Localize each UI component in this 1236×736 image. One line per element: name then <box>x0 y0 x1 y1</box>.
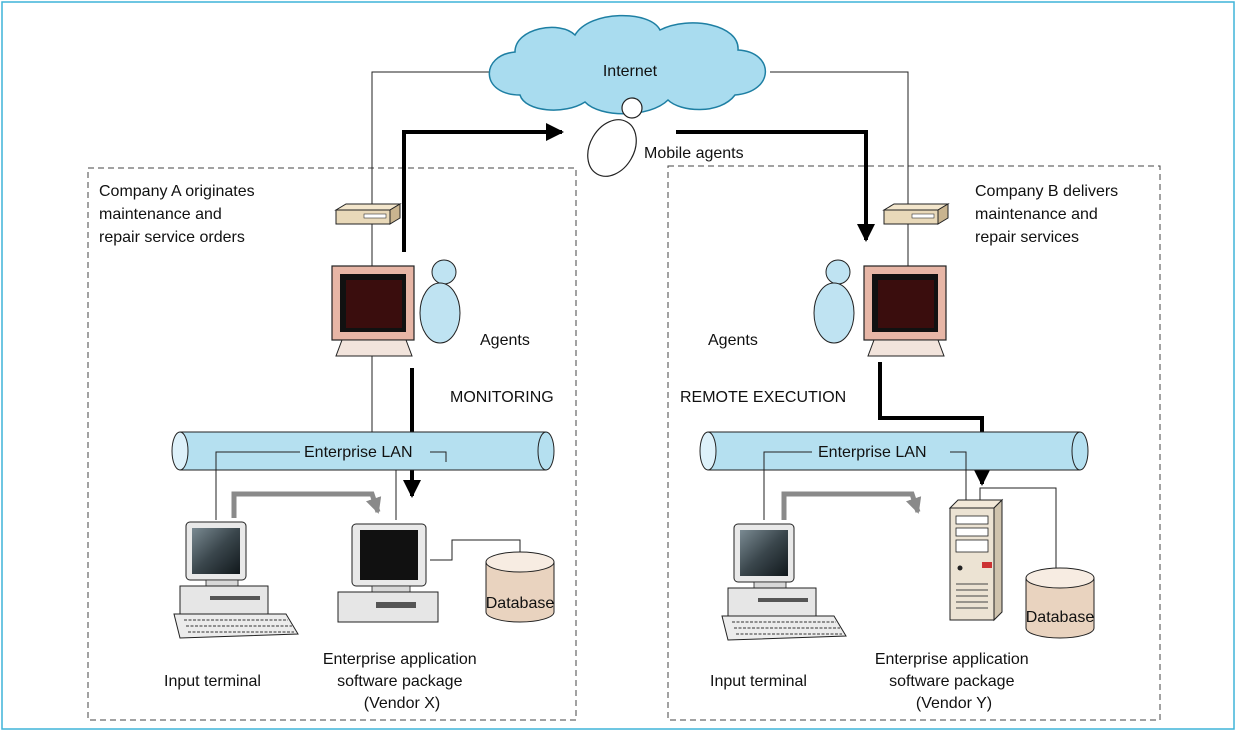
database-a-icon <box>485 551 555 623</box>
input-terminal-b-label: Input terminal <box>710 673 807 690</box>
input-terminal-a-icon <box>173 521 299 639</box>
app-a-description-line: (Vendor X) <box>364 695 440 712</box>
company-a-description-line: repair service orders <box>99 229 245 246</box>
app-b-description: Enterprise application software package … <box>875 651 1033 712</box>
lan-a-drop-terminal <box>215 451 300 520</box>
lan-b-drop-terminal <box>763 451 812 520</box>
agent-b-monitor-icon <box>863 265 947 357</box>
database-b-icon <box>1025 567 1095 639</box>
remote-execution-label: REMOTE EXECUTION <box>680 389 846 406</box>
modem-a-icon <box>334 203 402 225</box>
mobile-agents-label: Mobile agents <box>644 145 744 162</box>
server-b-icon <box>948 498 1004 622</box>
company-a-box <box>87 167 577 721</box>
arrow-a-to-internet <box>402 123 564 252</box>
modem-b-icon <box>882 203 950 225</box>
company-b-box <box>667 165 1161 721</box>
app-b-description-line: Enterprise application <box>875 651 1029 668</box>
internet-cloud <box>488 14 766 115</box>
lan-a-db-link <box>430 539 521 561</box>
company-a-description: Company A originates maintenance and rep… <box>99 183 259 246</box>
arrow-b-terminal-to-server <box>781 491 922 520</box>
company-b-description-line: repair services <box>975 229 1079 246</box>
lan-b-label: Enterprise LAN <box>818 444 927 461</box>
agent-b-person-icon <box>813 259 855 344</box>
company-a-description-line: Company A originates <box>99 183 255 200</box>
internet-label: Internet <box>603 63 658 80</box>
company-b-description-line: maintenance and <box>975 206 1098 223</box>
link-a-cloud <box>371 71 500 205</box>
agent-a-person-icon <box>419 259 461 344</box>
company-b-description-line: Company B delivers <box>975 183 1118 200</box>
arrow-a-terminal-to-app <box>231 491 382 518</box>
input-terminal-b-icon <box>721 523 847 641</box>
database-a-label: Database <box>486 595 555 612</box>
lan-a-drop-right <box>430 451 447 462</box>
lan-b-drop-server <box>950 451 967 500</box>
app-b-description-line: (Vendor Y) <box>916 695 992 712</box>
app-workstation-a-icon <box>337 523 439 623</box>
lan-a-pipe <box>171 431 555 471</box>
agents-a-label: Agents <box>480 332 530 349</box>
lan-b-pipe <box>699 431 1089 471</box>
lan-a-label: Enterprise LAN <box>304 444 413 461</box>
agent-a-monitor-icon <box>331 265 415 357</box>
agents-b-label: Agents <box>708 332 758 349</box>
app-a-description: Enterprise application software package … <box>323 651 481 712</box>
app-a-description-line: software package <box>337 673 463 690</box>
lan-b-db-link <box>979 487 1057 570</box>
app-b-description-line: software package <box>889 673 1015 690</box>
app-a-description-line: Enterprise application <box>323 651 477 668</box>
monitoring-label: MONITORING <box>450 389 554 406</box>
company-b-description: Company B delivers maintenance and repai… <box>975 183 1123 246</box>
input-terminal-a-label: Input terminal <box>164 673 261 690</box>
company-a-description-line: maintenance and <box>99 206 222 223</box>
mobile-agent-icon <box>587 97 643 177</box>
link-b-cloud <box>770 71 909 205</box>
database-b-label: Database <box>1026 609 1095 626</box>
arrow-internet-to-b <box>676 130 875 242</box>
